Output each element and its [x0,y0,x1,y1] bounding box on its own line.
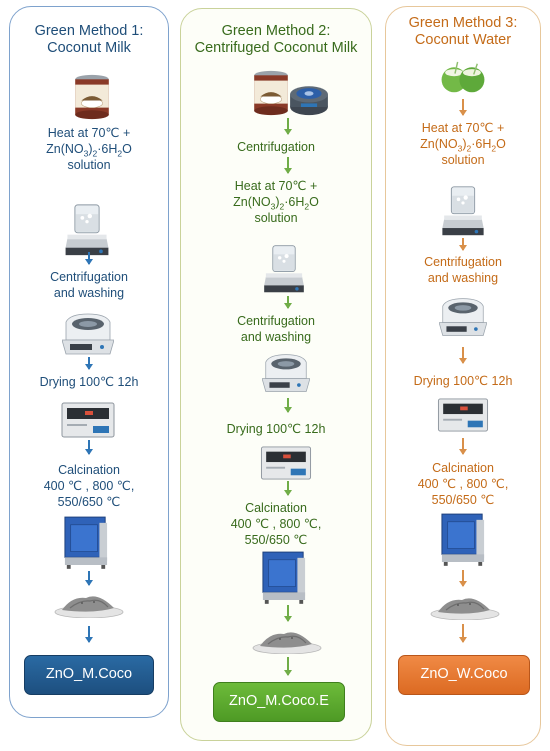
zno-powder-icon [252,624,322,654]
method2-arrow-5 [284,481,292,496]
coconut-milk-can-icon [72,74,112,120]
method3-drying-step: Drying 100℃ 12h [413,374,513,388]
method3-arrow-3 [459,347,467,364]
zno-powder-icon [54,588,124,618]
method1-calcination-step: Calcination 400 ℃ , 800 ℃, 550/650 ℃ [43,463,135,509]
method1-panel [9,6,169,718]
method3-title: Green Method 3: Coconut Water [408,15,518,48]
beaker-stirrer-icon [442,185,484,237]
method1-arrow-3 [85,440,93,455]
method2-title: Green Method 2: Centrifuged Coconut Milk [194,23,358,56]
method2-arrow-1 [284,118,292,135]
method2-arrow-7 [284,657,292,676]
method1-heat-step: Heat at 70℃ + Zn(NO3)2·6H2O solution [46,126,132,172]
method3-product-button[interactable]: ZnO_W.Coco [398,655,530,695]
method2-centrifugation-step: Centrifugation [237,140,315,154]
drying-oven-icon [437,398,489,432]
method2-centrifuge-step: Centrifugation and washing [237,314,315,344]
method2-heat-step: Heat at 70℃ + Zn(NO3)2·6H2O solution [233,179,319,225]
method2-column: Green Method 2: Centrifuged Coconut Milk… [180,0,372,751]
method2-arrow-4 [284,398,292,413]
method2-panel [180,8,372,741]
benchtop-centrifuge-icon [439,295,487,341]
method3-arrow-5 [459,570,467,587]
centrifuge-icon [288,80,330,116]
method3-arrow-6 [459,624,467,643]
method3-heat-step: Heat at 70℃ + Zn(NO3)2·6H2O solution [420,121,506,167]
zno-powder-icon [430,590,500,620]
method1-centrifuge-step: Centrifugation and washing [50,270,128,300]
coconut-icon [438,60,488,96]
method2-product-button[interactable]: ZnO_M.Coco.E [213,682,345,722]
furnace-icon [261,550,307,604]
method1-title: Green Method 1: Coconut Milk [34,23,144,56]
method3-arrow-4 [459,438,467,455]
method2-arrow-2 [284,157,292,174]
method2-calcination-step: Calcination 400 ℃ , 800 ℃, 550/650 ℃ [230,501,322,547]
benchtop-centrifuge-icon [62,310,114,360]
method1-product-button[interactable]: ZnO_M.Coco [24,655,154,695]
method2-arrow-6 [284,605,292,622]
furnace-icon [63,515,109,569]
method3-column: Green Method 3: Coconut Water Heat at 70… [385,0,541,751]
method1-drying-step: Drying 100℃ 12h [39,375,139,389]
method3-panel [385,6,541,746]
beaker-stirrer-icon [65,203,109,257]
method2-arrow-3 [284,296,292,309]
method3-arrow-2 [459,238,467,251]
method3-arrow-1 [459,99,467,116]
method1-arrow-2 [85,357,93,370]
method1-arrow-5 [85,626,93,643]
method3-centrifuge-step: Centrifugation and washing [424,255,502,285]
beaker-stirrer-icon [264,244,304,294]
furnace-icon [440,512,486,566]
method1-arrow-4 [85,571,93,586]
method2-drying-step: Drying 100℃ 12h [226,422,326,436]
benchtop-centrifuge-icon [262,351,310,397]
method1-arrow-1 [85,252,93,265]
drying-oven-icon [260,446,312,480]
method1-column: Green Method 1: Coconut Milk Heat at 70℃… [9,0,169,751]
coconut-milk-can-icon [251,70,291,116]
method3-calcination-step: Calcination 400 ℃ , 800 ℃, 550/650 ℃ [417,461,509,507]
drying-oven-icon [61,402,115,438]
